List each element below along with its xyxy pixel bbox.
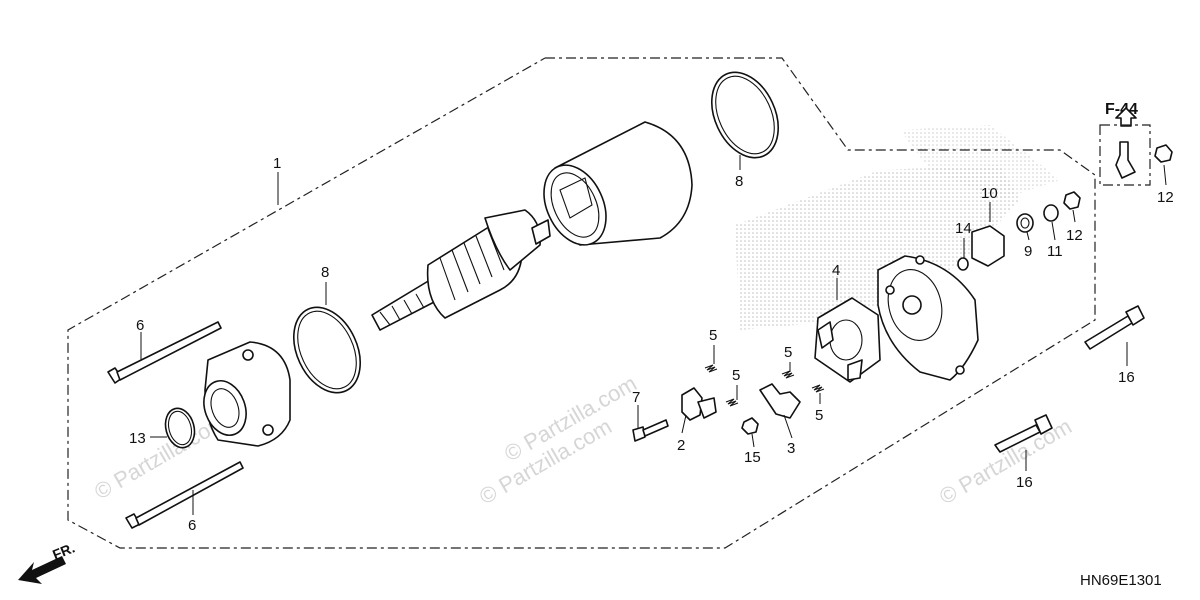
mounting-bolt-upper xyxy=(1084,305,1145,350)
spring-5a xyxy=(704,364,718,373)
nut-12-top xyxy=(1154,144,1173,163)
part-number-1: 1 xyxy=(273,155,281,172)
o-ring-upper xyxy=(711,71,779,159)
part-number-6: 6 xyxy=(188,517,196,534)
through-bolt-lower xyxy=(125,461,244,529)
part-number-5: 5 xyxy=(709,327,717,344)
terminal-hardware xyxy=(957,144,1173,271)
yoke-housing xyxy=(543,121,693,246)
part-number-14: 14 xyxy=(955,220,972,237)
leader-lines xyxy=(140,155,1167,515)
part-number-9: 9 xyxy=(1024,243,1032,260)
part-number-5: 5 xyxy=(732,367,740,384)
part-number-10: 10 xyxy=(981,185,998,202)
part-number-8: 8 xyxy=(321,264,329,281)
front-cover xyxy=(203,341,291,447)
part-number-4: 4 xyxy=(832,262,840,279)
screw-15 xyxy=(741,417,759,435)
part-number-7: 7 xyxy=(632,389,640,406)
washer-14 xyxy=(957,257,969,271)
watermark: © Partzilla.com xyxy=(935,414,1076,510)
mounting-bolt-lower xyxy=(994,414,1053,453)
part-number-11: 11 xyxy=(1047,243,1063,260)
through-bolt-upper xyxy=(107,321,222,384)
drawing-code: HN69E1301 xyxy=(1080,572,1162,589)
part-number-16: 16 xyxy=(1016,474,1033,491)
brush-2 xyxy=(681,387,703,421)
washer-9 xyxy=(1016,213,1034,233)
part-number-3: 3 xyxy=(787,440,795,457)
part-number-5: 5 xyxy=(784,344,792,361)
spring-5c xyxy=(781,370,795,379)
armature xyxy=(371,209,551,331)
part-number-5: 5 xyxy=(815,407,823,424)
part-number-12: 12 xyxy=(1157,189,1174,206)
part-number-16: 16 xyxy=(1118,369,1135,386)
brush-3 xyxy=(759,383,801,419)
part-number-2: 2 xyxy=(677,437,685,454)
o-ring-lower xyxy=(293,306,361,394)
brush-holder xyxy=(814,297,881,383)
terminal-cable-box xyxy=(1099,124,1151,186)
part-number-13: 13 xyxy=(129,430,146,447)
front-arrow-icon xyxy=(18,556,66,584)
up-arrow-icon xyxy=(1115,107,1137,127)
bolt-7 xyxy=(632,426,646,442)
front-direction-indicator: FR. xyxy=(18,539,77,584)
terminal-cable xyxy=(1115,141,1136,179)
spring-5d xyxy=(811,384,825,393)
section-reference: F-44 xyxy=(1099,101,1151,186)
dotted-logo-watermark xyxy=(735,125,1060,330)
brush-small-parts xyxy=(632,364,825,442)
part-number-12: 12 xyxy=(1066,227,1083,244)
part-number-labels: 1 2 3 4 5 5 5 5 6 6 7 8 8 9 10 11 12 12 … xyxy=(129,155,1174,534)
rear-cover xyxy=(877,255,979,381)
washer-11 xyxy=(1043,204,1059,222)
part-number-8: 8 xyxy=(735,173,743,190)
spring-5b xyxy=(725,398,739,407)
assembly-boundary xyxy=(67,57,1096,549)
nut-12 xyxy=(1063,191,1081,210)
front-label: FR. xyxy=(50,539,77,562)
part-number-15: 15 xyxy=(744,449,761,466)
insulator-10 xyxy=(971,225,1005,267)
part-number-6: 6 xyxy=(136,317,144,334)
